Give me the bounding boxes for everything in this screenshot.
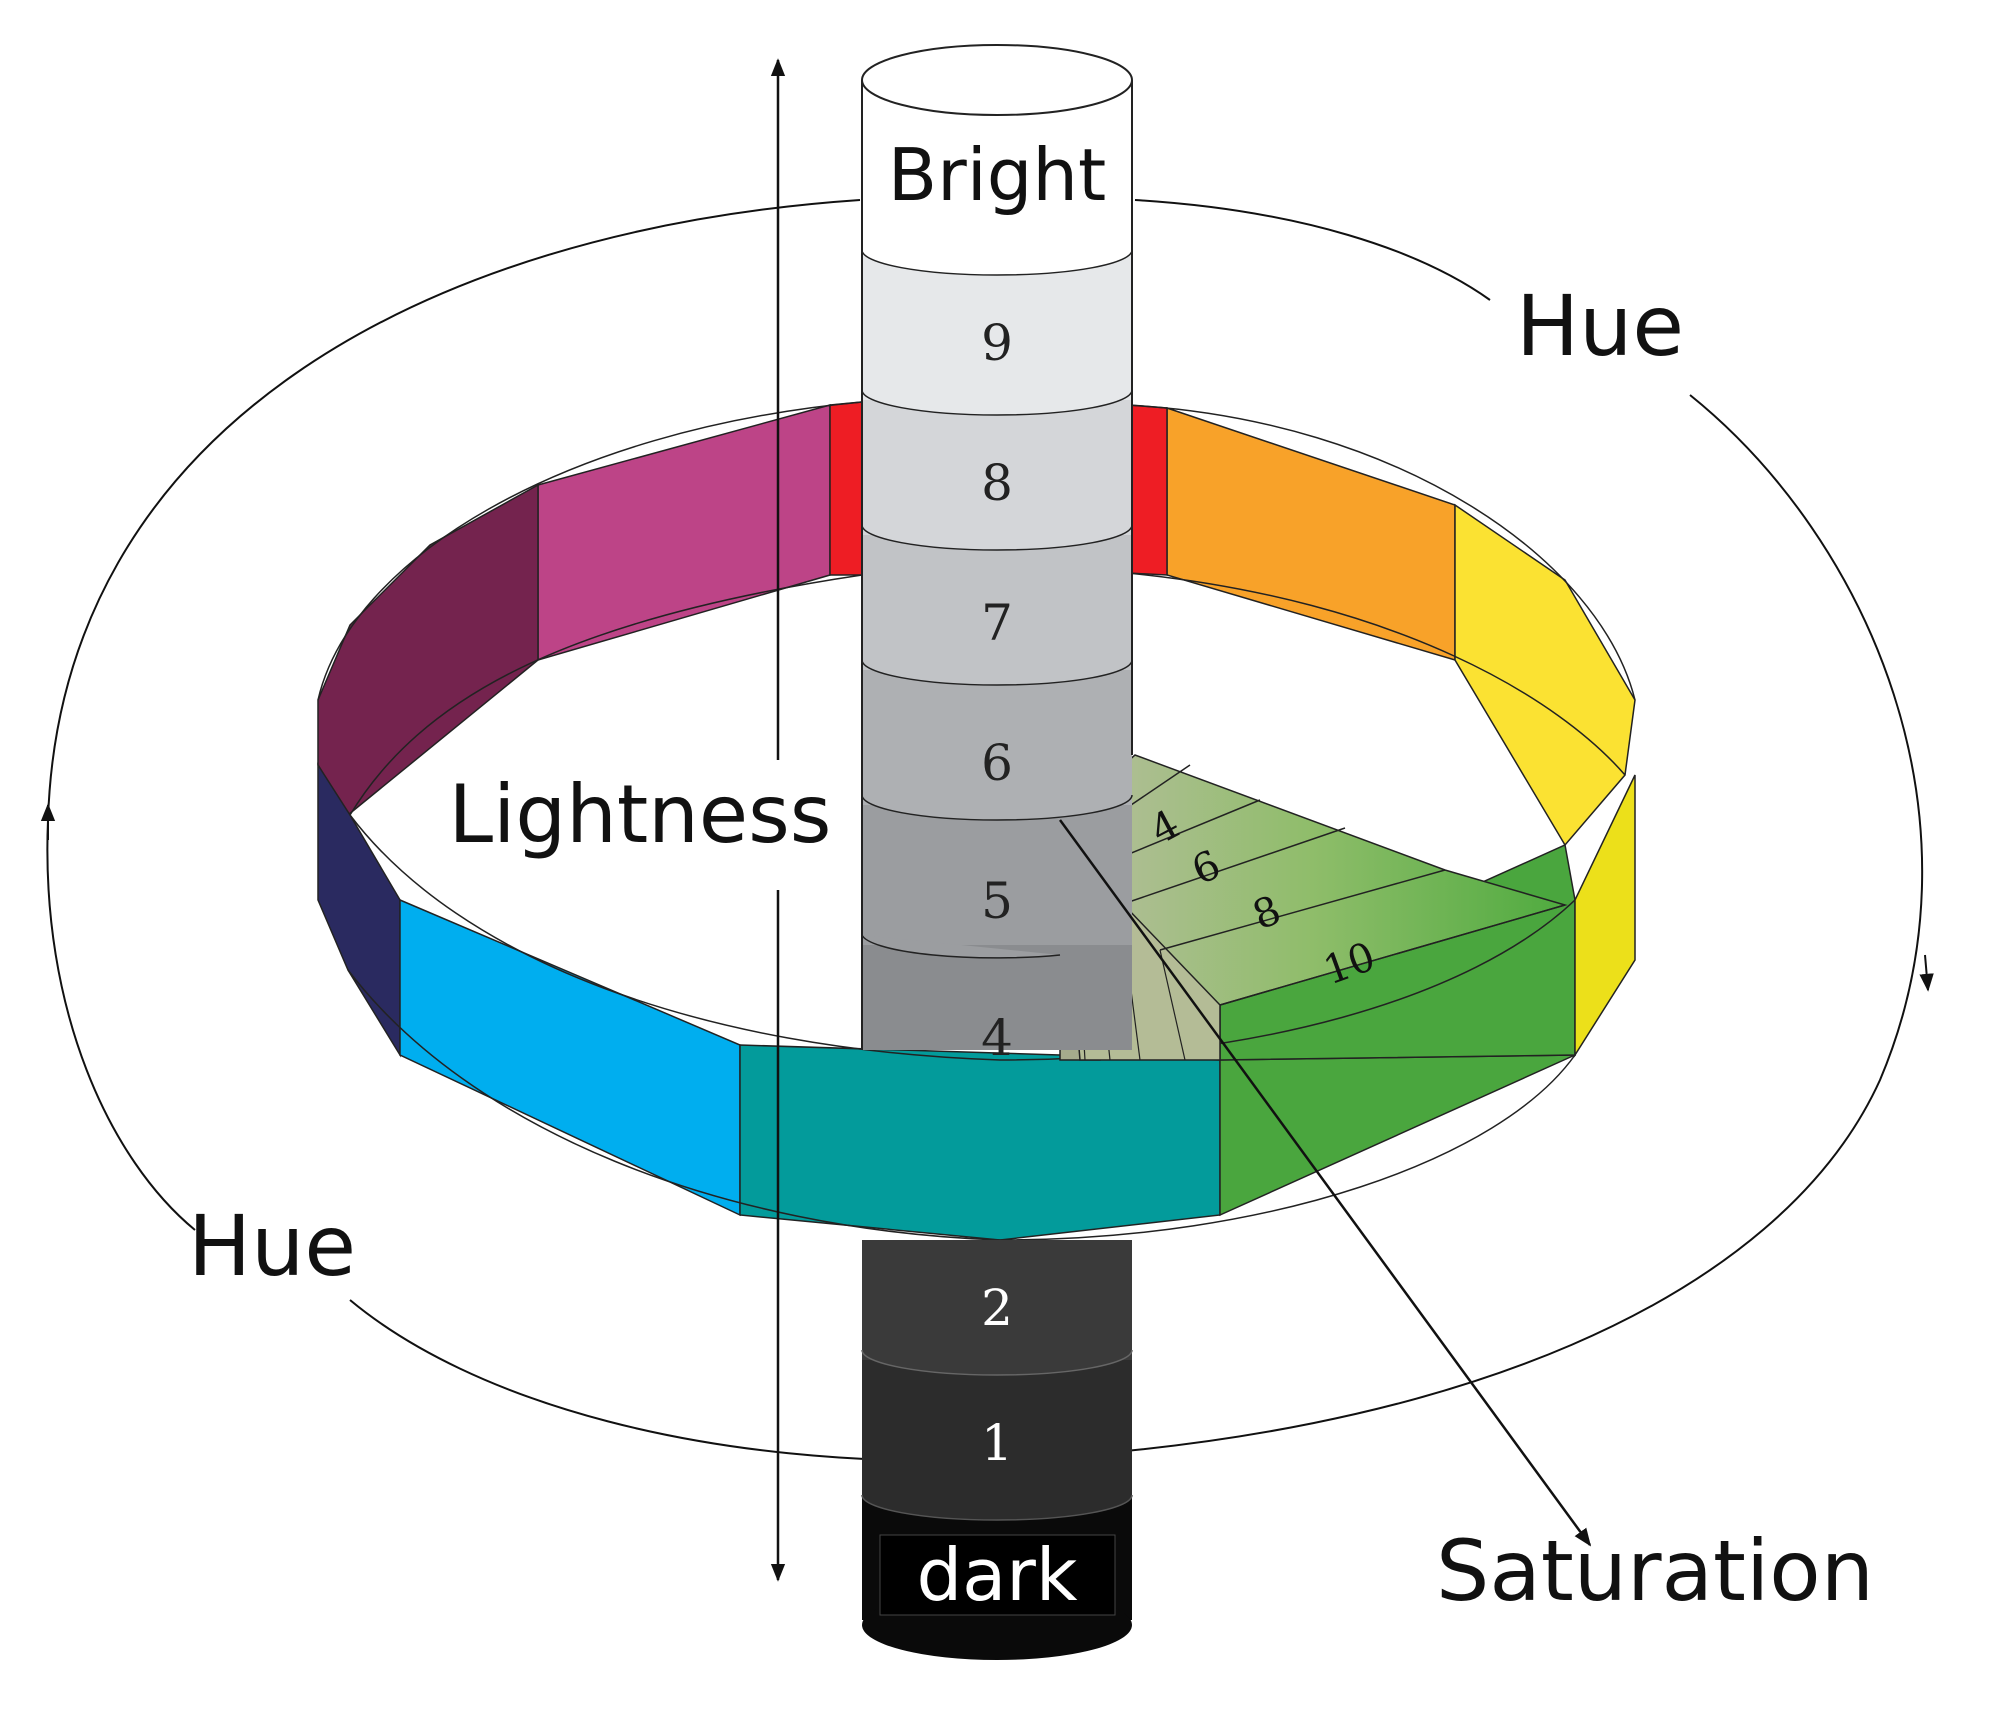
ring-segment-yellow-front [1574, 774, 1636, 1058]
hue-label-left: Hue [188, 1197, 356, 1295]
column-label-8: 8 [981, 454, 1013, 512]
column-label-5: 5 [981, 872, 1013, 930]
ring-segment-magenta [537, 404, 831, 661]
column-top-cap [861, 44, 1133, 116]
ring-segment-teal [739, 1044, 1221, 1241]
hue-ellipse-right-arc [349, 394, 1924, 1462]
saturation-step-line-3 [1119, 827, 1346, 906]
hue-arrow-right [1919, 954, 1934, 992]
ring-inner-rim-bottom [349, 814, 1576, 1061]
lightness-label: Lightness [449, 768, 832, 861]
saturation-step-line-5 [1219, 904, 1566, 1006]
ring-segment-red-right [1127, 404, 1168, 576]
saturation-label: Saturation [1436, 1522, 1874, 1620]
ring-segment-orange [1166, 406, 1456, 662]
column-dark-label-bg [879, 1534, 1116, 1616]
ring-segment-sky [399, 898, 741, 1217]
ring-segment-red-left [829, 401, 863, 576]
saturation-arrow [1058, 819, 1592, 1547]
hue-ellipse-left-arc [46, 199, 861, 1231]
column-label-6: 6 [981, 734, 1013, 792]
ring-segment-yellow [1454, 503, 1636, 847]
bright-label: Bright [888, 133, 1107, 217]
column-label-2: 2 [981, 1279, 1013, 1337]
hue-ellipse-top-right-arc [1134, 199, 1491, 301]
hue-label-top: Hue [1516, 277, 1684, 375]
column-label-9: 9 [981, 314, 1013, 372]
column-label-7: 7 [981, 594, 1013, 652]
saturation-step-line-4 [1159, 869, 1446, 951]
lightness-column [861, 44, 1133, 1660]
ring-segment-navy [317, 762, 401, 1058]
ring-inner-rim-top [349, 572, 1626, 816]
column-level-2 [862, 1240, 1132, 1360]
column-label-1: 1 [981, 1414, 1013, 1472]
ring-outer-rim-bottom [347, 969, 1576, 1241]
column-label-4: 4 [981, 1009, 1013, 1067]
ring-outer-rim-top [317, 401, 1636, 701]
ring-segment-plum [317, 483, 539, 817]
dark-label: dark [916, 1533, 1077, 1617]
saturation-slat-4 [1159, 949, 1186, 1061]
